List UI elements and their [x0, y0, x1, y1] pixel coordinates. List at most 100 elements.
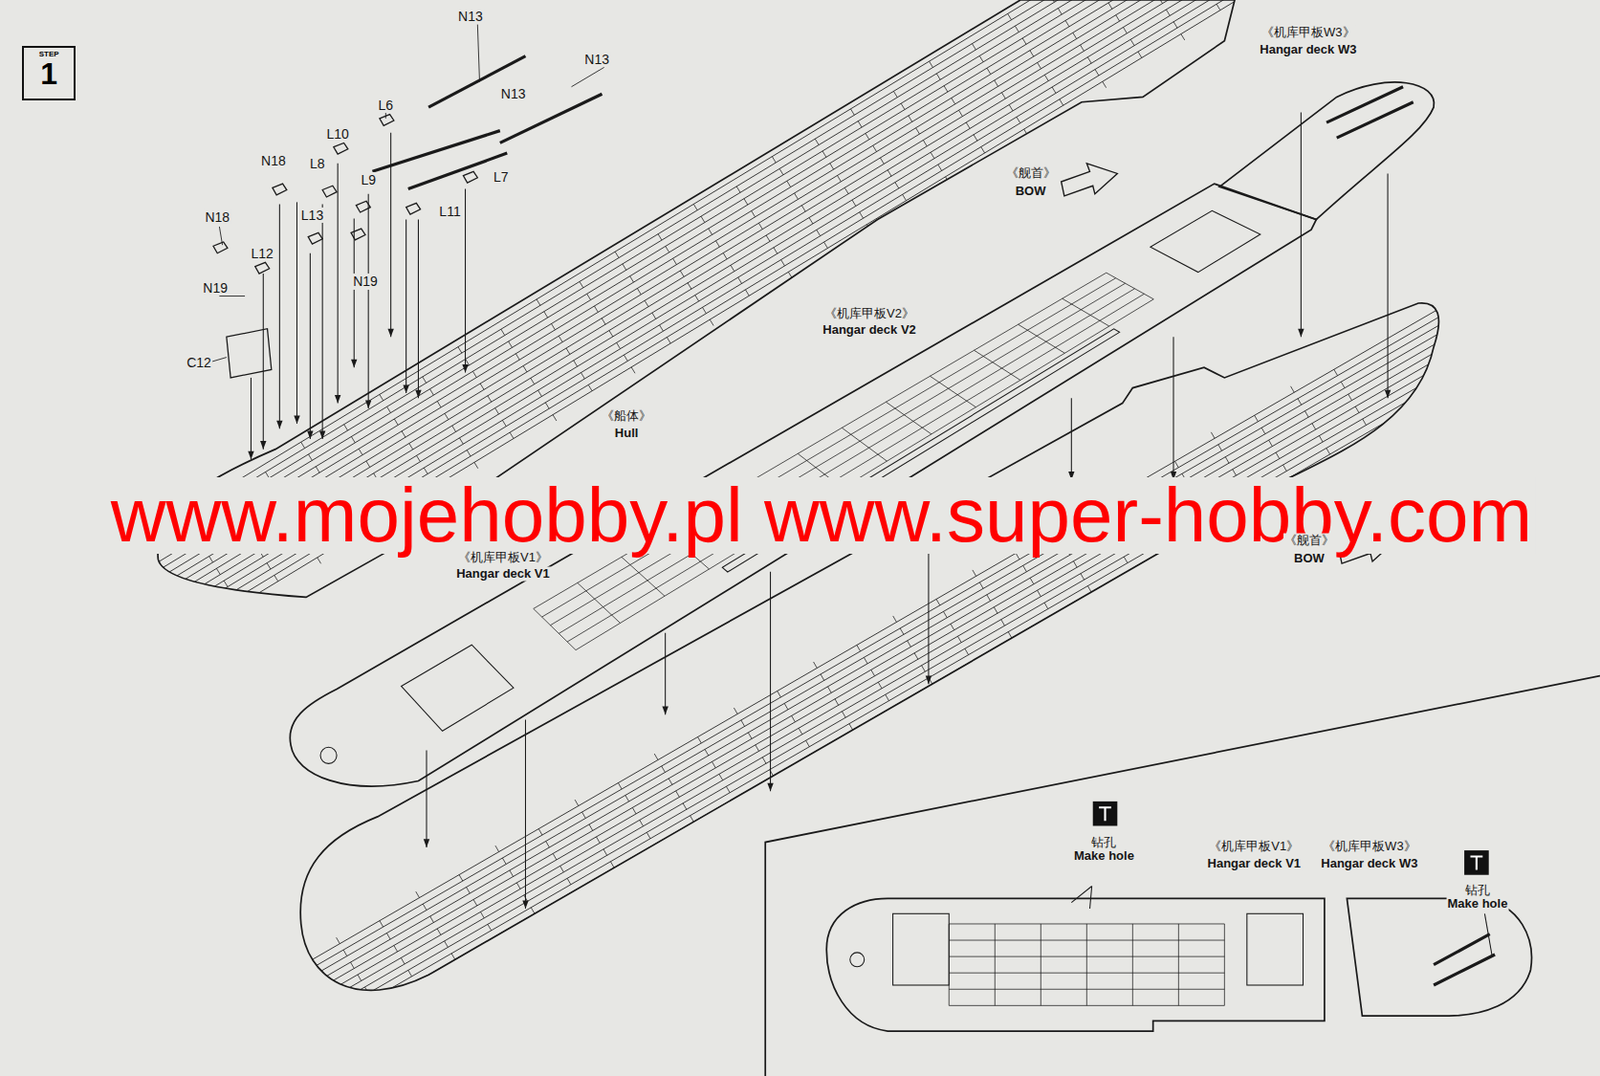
plank-butt — [1030, 50, 1034, 57]
plank-butt — [916, 128, 921, 134]
plank-butt — [530, 377, 535, 384]
plank-butt — [153, 640, 157, 647]
arrow-head — [247, 451, 254, 461]
plank-butt — [936, 73, 941, 80]
plank-butt — [145, 628, 150, 635]
deck-grid — [558, 288, 1135, 635]
plank-line — [131, 255, 1545, 1073]
english-label: Make hole — [1446, 897, 1510, 912]
plank-butt — [589, 824, 593, 831]
plank-butt — [841, 711, 846, 718]
arrow-head — [306, 430, 313, 439]
inset-grid — [1224, 923, 1226, 1006]
plank-butt — [1225, 457, 1229, 463]
plank-butt — [773, 247, 778, 254]
plank-butt — [1362, 418, 1367, 425]
plank-butt — [472, 371, 477, 377]
plank-butt — [824, 241, 829, 248]
deck-grid — [929, 375, 976, 407]
plank-butt — [725, 786, 730, 792]
plank-butt — [762, 757, 767, 764]
plank-butt — [401, 431, 406, 438]
plank-butt — [536, 299, 541, 306]
plank-butt — [459, 875, 463, 881]
plank-butt — [1080, 44, 1085, 51]
plank-butt — [1181, 34, 1185, 41]
plank-butt — [704, 748, 709, 755]
plank-butt — [900, 103, 905, 110]
plank-butt — [587, 293, 592, 300]
plank-butt — [1001, 619, 1006, 626]
plank-butt — [863, 657, 868, 663]
plank-line — [145, 280, 1559, 1076]
plank-butt — [971, 43, 976, 50]
plank-butt — [350, 436, 355, 442]
part-number: L10 — [325, 126, 350, 142]
plank-butt — [1138, 51, 1142, 58]
plank-butt — [1014, 25, 1019, 32]
leader-line — [1484, 913, 1491, 955]
plank-line — [72, 0, 1469, 706]
assembly-arrow — [464, 188, 466, 373]
plank-butt — [950, 623, 955, 630]
plank-butt — [1326, 448, 1331, 455]
plank-butt — [690, 815, 695, 822]
plank-butt — [115, 579, 120, 586]
english-label: Hangar deck W3 — [1258, 43, 1358, 58]
leader-line — [219, 295, 245, 297]
english-label: Hangar deck V1 — [1206, 855, 1303, 871]
plank-butt — [673, 258, 678, 264]
assembly-arrow — [417, 219, 419, 398]
plank-butt — [123, 591, 128, 598]
small-part — [462, 171, 478, 183]
plank-butt — [1015, 552, 1020, 559]
chinese-label: 《机库甲板W3》 — [1321, 838, 1418, 854]
assembly-arrow — [1387, 173, 1389, 398]
plank-butt — [160, 652, 165, 658]
plank-butt — [741, 720, 746, 726]
plank-butt — [622, 263, 627, 270]
plank-butt — [1001, 92, 1006, 99]
plank-butt — [314, 991, 319, 998]
plank-butt — [964, 648, 969, 655]
part-number: L11 — [438, 203, 461, 220]
plank-butt — [188, 610, 193, 616]
plank-butt — [715, 241, 720, 247]
arrow-head — [1384, 390, 1391, 399]
plank-butt — [430, 389, 435, 395]
plank-butt — [216, 568, 220, 574]
assembly-arrow — [525, 719, 527, 908]
inset-grid — [1040, 923, 1042, 1006]
plank-butt — [1065, 20, 1070, 26]
inset-grid — [994, 923, 996, 1006]
plank-butt — [358, 448, 363, 455]
plank-butt — [336, 937, 341, 943]
small-part — [272, 183, 287, 196]
plank-butt — [1108, 2, 1113, 9]
plank-butt — [652, 312, 657, 319]
leader-line — [571, 66, 605, 87]
small-part — [322, 185, 337, 198]
arrow-head — [767, 783, 773, 792]
arrow-head — [461, 364, 468, 373]
plank-butt — [738, 277, 743, 284]
plank-butt — [174, 586, 178, 592]
plank-butt — [682, 803, 687, 810]
plank-butt — [394, 418, 398, 425]
plank-butt — [766, 235, 770, 242]
plank-line — [50, 0, 1447, 669]
plank-butt — [1022, 38, 1027, 44]
part-number: N18 — [260, 152, 287, 168]
plank-butt — [972, 569, 977, 576]
plank-butt — [509, 432, 514, 439]
plank-butt — [1087, 586, 1092, 592]
plank-butt — [730, 264, 735, 271]
chinese-label: 《机库甲板W3》 — [1260, 25, 1357, 41]
plank-butt — [108, 567, 112, 573]
english-label: BOW — [1293, 550, 1326, 566]
plank-butt — [593, 306, 598, 312]
plank-butt — [779, 168, 784, 175]
plank-butt — [579, 281, 584, 287]
plank-butt — [231, 592, 236, 599]
hull-planking — [128, 249, 1579, 1076]
